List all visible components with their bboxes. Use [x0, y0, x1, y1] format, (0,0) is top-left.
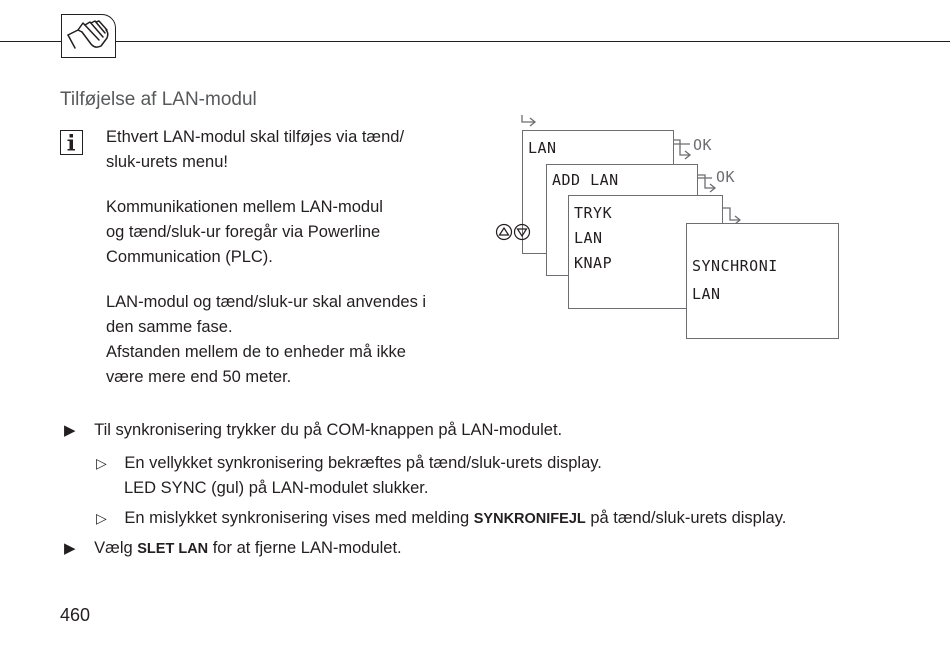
screen-tryk-line: TRYK	[574, 204, 613, 222]
result-failure: ▷ En mislykket synkronisering vises med …	[96, 506, 786, 532]
screen-lan-line: LAN	[574, 229, 603, 247]
step-sync: ▶ Til synkronisering trykker du på COM-k…	[64, 418, 562, 443]
screen-synchroni: SYNCHRONI LAN	[686, 223, 839, 339]
step-delete: ▶ Vælg SLET LAN for at fjerne LAN-module…	[64, 536, 402, 562]
phase-paragraph: LAN-modul og tænd/sluk-ur skal anvendes …	[106, 290, 426, 390]
result-failure-text-b: på tænd/sluk-urets display.	[585, 509, 787, 527]
hand-pointing-icon	[61, 14, 116, 58]
plc-line-2: og tænd/sluk-ur foregår via Powerline	[106, 223, 381, 241]
info-note: Ethvert LAN-modul skal tilføjes via tænd…	[106, 125, 404, 175]
keyword-slet-lan: SLET LAN	[137, 541, 209, 557]
result-success: ▷ En vellykket synkronisering bekræftes …	[96, 451, 602, 476]
screen-synchroni-text: SYNCHRONI LAN	[692, 252, 778, 308]
screen-add-lan-text: ADD LAN	[552, 171, 619, 189]
phase-line-1: LAN-modul og tænd/sluk-ur skal anvendes …	[106, 293, 427, 311]
triangle-bullet-icon: ▶	[64, 540, 76, 557]
screen-knap-line: KNAP	[574, 254, 613, 272]
triangle-bullet-icon: ▶	[64, 422, 76, 439]
screen-synchroni-lan-line: LAN	[692, 285, 721, 303]
header-rule	[0, 41, 950, 42]
display-diagram: LAN ADD LAN TRYK LAN KNAP SYNCHRONI LAN …	[490, 110, 850, 350]
arrow-button-icon	[495, 223, 531, 241]
info-note-line-1: Ethvert LAN-modul skal tilføjes via tænd…	[106, 128, 405, 146]
screen-lan-text: LAN	[528, 139, 557, 157]
phase-line-2: den samme fase.	[106, 318, 233, 336]
page-number: 460	[60, 605, 91, 625]
screen-synchroni-line: SYNCHRONI	[692, 257, 778, 275]
step-sync-text: Til synkronisering trykker du på COM-kna…	[94, 421, 563, 439]
phase-line-3: Afstanden mellem de to enheder må ikke	[106, 343, 406, 361]
plc-line-1: Kommunikationen mellem LAN-modul	[106, 198, 383, 216]
result-success-line-1: En vellykket synkronisering bekræftes på…	[124, 454, 602, 472]
step-delete-text-b: for at fjerne LAN-modulet.	[208, 539, 402, 557]
hollow-triangle-icon: ▷	[96, 455, 107, 471]
info-icon	[60, 130, 83, 155]
phase-line-4: være mere end 50 meter.	[106, 368, 292, 386]
keyword-synkronifejl: SYNKRONIFEJL	[473, 511, 586, 527]
section-title: Tilføjelse af LAN-modul	[60, 89, 257, 110]
step-delete-text-a: Vælg	[94, 539, 138, 557]
plc-line-3: Communication (PLC).	[106, 248, 273, 266]
screen-tryk-lan-knap-text: TRYK LAN KNAP	[574, 201, 612, 276]
diagram-connectors	[521, 115, 742, 225]
ok-label-2: OK	[716, 168, 736, 186]
info-note-line-2: sluk-urets menu!	[106, 153, 228, 171]
result-failure-text-a: En mislykket synkronisering vises med me…	[124, 509, 474, 527]
hollow-triangle-icon: ▷	[96, 510, 107, 526]
plc-paragraph: Kommunikationen mellem LAN-modul og tænd…	[106, 195, 383, 270]
result-success-line-2: LED SYNC (gul) på LAN-modulet slukker.	[124, 479, 429, 497]
ok-label-1: OK	[693, 136, 713, 154]
